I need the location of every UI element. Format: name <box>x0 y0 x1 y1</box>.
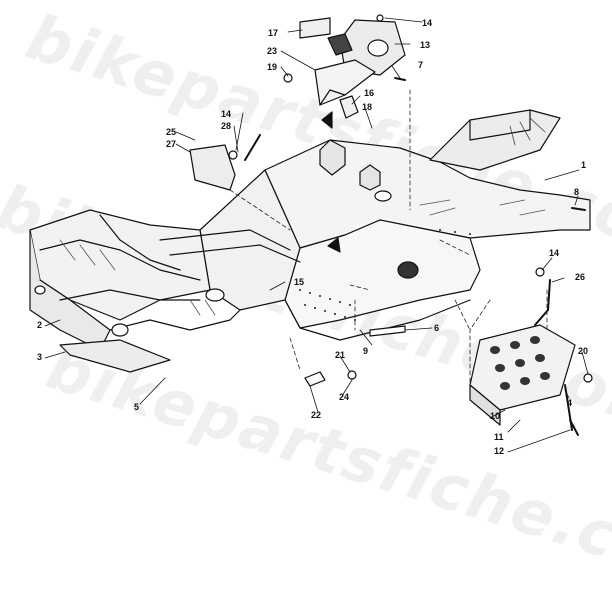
direction-arrow-1 <box>321 111 333 129</box>
callout-19: 19 <box>267 62 278 72</box>
clip-22 <box>304 371 326 387</box>
nut-21 <box>347 370 357 380</box>
washer-20 <box>583 373 593 383</box>
callout-1: 1 <box>581 160 587 170</box>
callout-24: 24 <box>339 392 350 402</box>
callout-17: 17 <box>268 28 279 38</box>
direction-arrow-2 <box>327 237 341 253</box>
callout-25: 25 <box>166 127 177 137</box>
callout-18: 18 <box>362 102 373 112</box>
frame-drawing <box>29 14 593 453</box>
callout-16: 16 <box>364 88 375 98</box>
plate-6 <box>369 325 406 337</box>
callout-4: 4 <box>567 398 573 408</box>
callout-11: 11 <box>494 432 504 442</box>
callout-26: 26 <box>575 272 586 282</box>
callout-10: 10 <box>490 411 501 421</box>
front-bulkhead <box>29 209 301 351</box>
callout-7: 7 <box>418 60 424 70</box>
callout-8: 8 <box>574 187 580 197</box>
callout-23: 23 <box>267 46 278 56</box>
callout-20: 20 <box>578 346 589 356</box>
leader-lines <box>44 17 589 453</box>
rear-bracket <box>469 279 579 436</box>
nut-14-top <box>376 14 384 22</box>
nut-19 <box>283 73 293 83</box>
callout-14-top: 14 <box>422 18 433 28</box>
callout-6: 6 <box>434 323 440 333</box>
callout-14-right: 14 <box>549 248 560 258</box>
tunnel-frame <box>199 109 591 341</box>
callout-21: 21 <box>335 350 346 360</box>
callout-27: 27 <box>166 139 177 149</box>
callout-3: 3 <box>37 352 43 362</box>
callout-2: 2 <box>37 320 43 330</box>
steering-bracket <box>299 17 406 119</box>
callout-15: 15 <box>294 277 305 287</box>
callout-14-left: 14 <box>221 109 232 119</box>
callout-13: 13 <box>420 40 431 50</box>
nut-14-left <box>228 150 238 160</box>
callout-9: 9 <box>363 346 369 356</box>
rivet-8 <box>571 207 586 211</box>
assembly-lines <box>229 89 548 386</box>
bolt-28 <box>244 134 261 161</box>
callout-28: 28 <box>221 121 232 131</box>
left-bracket <box>189 144 236 191</box>
callout-5: 5 <box>134 402 140 412</box>
belly-pan <box>59 339 171 373</box>
callout-22: 22 <box>311 410 322 420</box>
rivet-7 <box>394 77 406 81</box>
callout-12: 12 <box>494 446 505 456</box>
